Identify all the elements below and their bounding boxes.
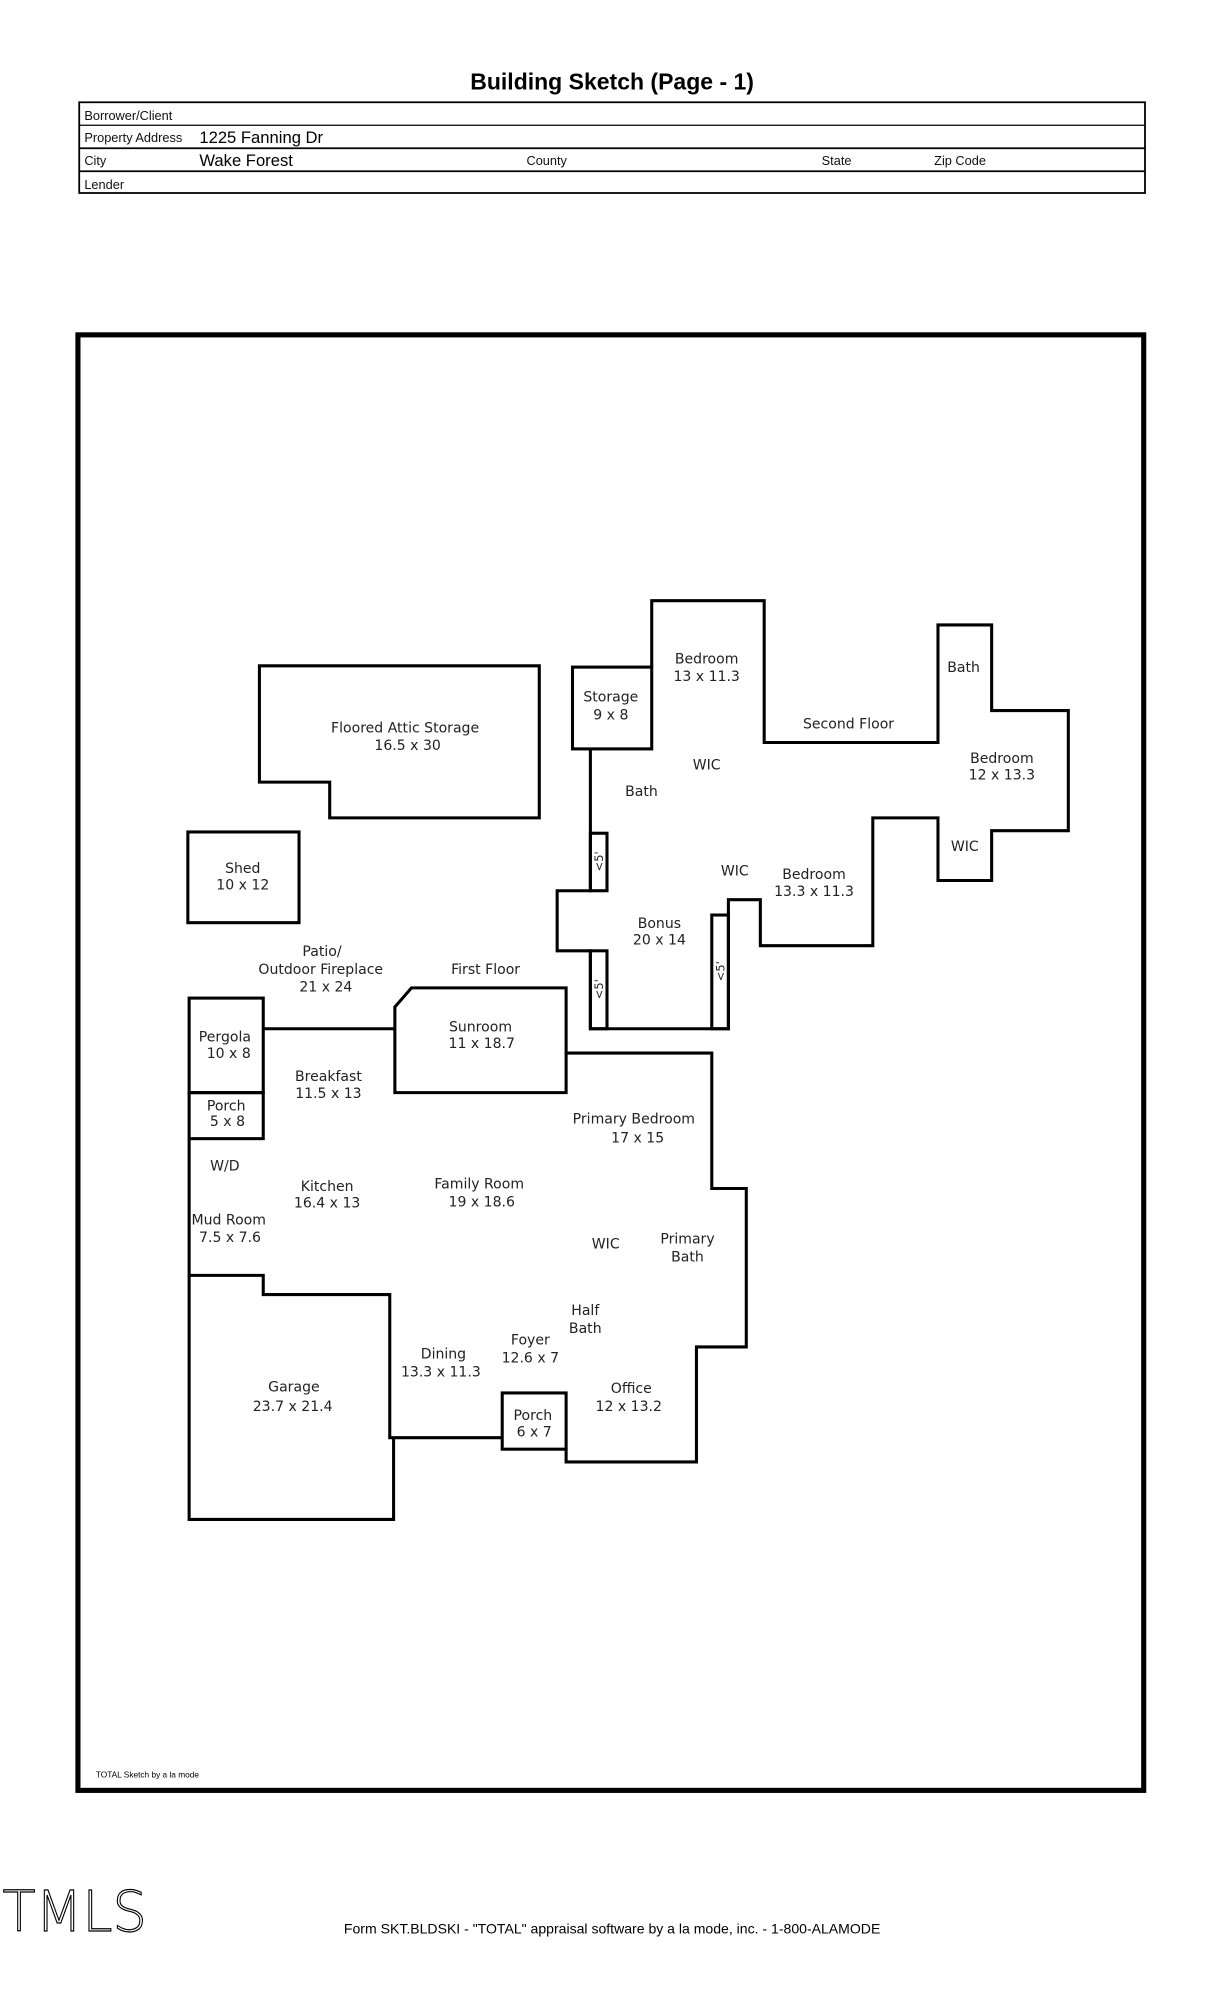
tmls-logo: TMLS: [3, 1880, 147, 1945]
lender-label: Lender: [84, 177, 124, 192]
county-label: County: [526, 153, 567, 168]
low-ceiling-area-c: [710, 913, 730, 1031]
low-ceiling-label-c: <5': [714, 961, 728, 981]
floor-plan-walls: [186, 599, 1070, 1521]
sketch-frame: [75, 332, 1147, 1793]
porch-outline-b: [500, 1391, 568, 1451]
address-value: 1225 Fanning Dr: [199, 128, 323, 147]
address-label: Property Address: [84, 130, 182, 145]
shed-outline: [186, 830, 301, 925]
city-value: Wake Forest: [199, 151, 293, 170]
state-label: State: [822, 153, 852, 168]
room-wic-c: WIC: [721, 863, 749, 879]
room-bath-a: Bath: [625, 784, 658, 800]
storage-outline: [570, 665, 654, 751]
low-ceiling-label-b: <5': [592, 979, 606, 999]
zip-label: Zip Code: [934, 153, 986, 168]
attic-outline: [257, 664, 541, 820]
low-ceiling-label-a: <5': [592, 851, 606, 871]
second-floor-label: Second Floor: [803, 716, 894, 732]
porch-outline-a: [187, 1091, 265, 1141]
form-footer: Form SKT.BLDSKI - "TOTAL" appraisal soft…: [344, 1921, 880, 1937]
room-wd: W/D: [210, 1159, 239, 1175]
property-info-table: Borrower/Client Property Address 1225 Fa…: [78, 101, 1146, 194]
sunroom-outline: [393, 986, 568, 1095]
borrower-label: Borrower/Client: [84, 108, 172, 123]
low-ceiling-area-a: [588, 831, 609, 893]
sketch-credit: TOTAL Sketch by a la mode: [96, 1770, 200, 1780]
room-wic-b: WIC: [951, 839, 979, 855]
low-ceiling-area-b: [588, 949, 609, 1031]
second-floor-outline: [555, 599, 1070, 1031]
first-floor-label: First Floor: [451, 962, 520, 978]
city-label: City: [84, 153, 107, 168]
garage-outline: [187, 1275, 396, 1521]
room-bath-b: Bath: [947, 660, 980, 676]
room-wic-a: WIC: [693, 757, 721, 773]
page-title: Building Sketch (Page - 1): [470, 69, 754, 95]
room-wic-d: WIC: [592, 1237, 620, 1253]
